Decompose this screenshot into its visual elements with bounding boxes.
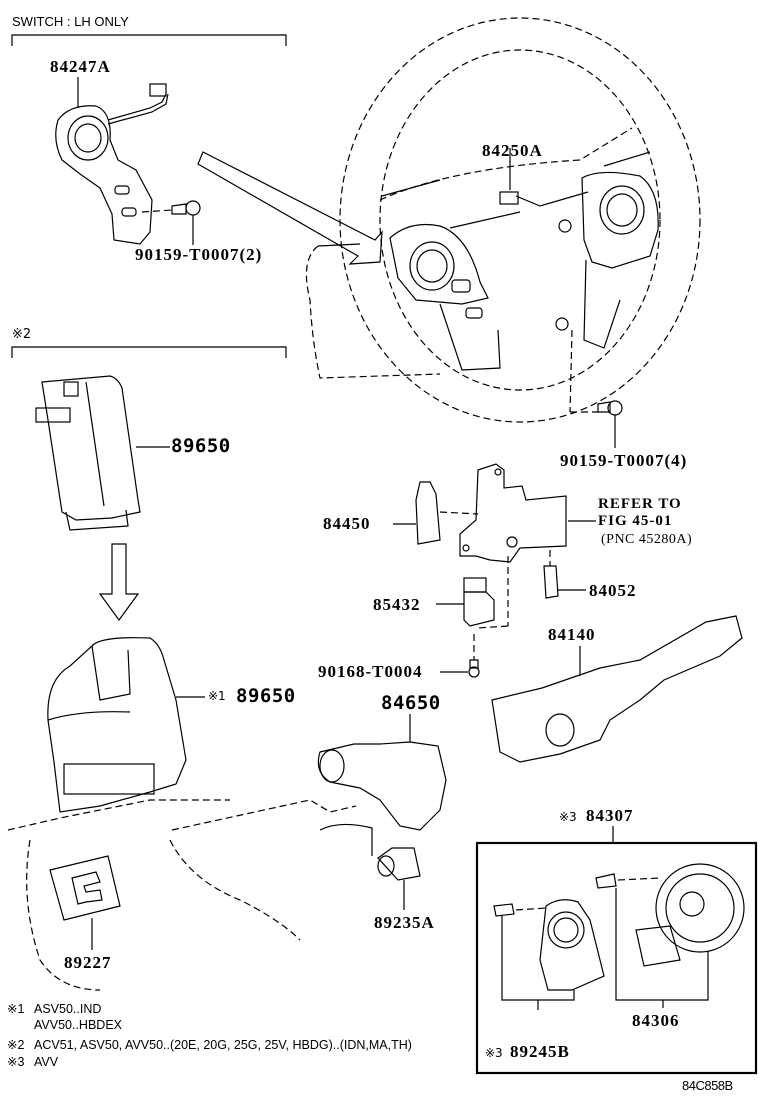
note3-marker-89245b: ※3	[485, 1046, 503, 1060]
footnote-3-line-1: AVV	[34, 1055, 59, 1069]
part-label-89227[interactable]: 89227	[64, 953, 112, 972]
figure-code: 84C858B	[682, 1078, 733, 1093]
refer-pnc-label: (PNC 45280A)	[601, 532, 693, 547]
footnote-1-line-2: AVV50..HBDEX	[34, 1018, 123, 1032]
combination-switch-84140-drawing	[491, 615, 743, 763]
part-label-89650-alt[interactable]: 89650	[236, 685, 296, 707]
direction-arrow-to-wheel	[197, 151, 383, 265]
part-label-90168-t0004[interactable]: 90168-T0004	[318, 662, 423, 681]
spiral-cable-kit-box	[475, 826, 758, 1075]
bracket-note2	[11, 346, 287, 358]
bracket-assembly-drawing	[393, 463, 596, 678]
part-label-84247a[interactable]: 84247A	[50, 57, 111, 76]
footnote-1-marker: ※1	[7, 1002, 25, 1016]
footnote-2-marker: ※2	[7, 1038, 25, 1052]
bracket-switch-lh-only	[11, 34, 287, 46]
part-label-90159-t0007-2[interactable]: 90159-T0007(2)	[135, 245, 263, 264]
part-label-89235a[interactable]: 89235A	[374, 913, 435, 932]
section-title-switch-lh-only: SWITCH : LH ONLY	[12, 14, 129, 29]
switch-84247a-drawing	[55, 77, 201, 245]
section-marker-note2: ※2	[12, 327, 32, 342]
note1-marker-89650: ※1	[208, 689, 226, 703]
part-label-84052[interactable]: 84052	[589, 581, 637, 600]
ecu-89227-drawing	[49, 855, 121, 950]
footnote-3-marker: ※3	[7, 1055, 25, 1069]
footnote-1-line-1: ASV50..IND	[34, 1002, 102, 1016]
part-label-84450[interactable]: 84450	[323, 514, 371, 533]
steering-wheel-drawing	[305, 17, 701, 423]
screw-90159-t0007-4-drawing	[597, 400, 623, 448]
part-label-84306[interactable]: 84306	[632, 1011, 680, 1030]
footnote-2-line-1: ACV51, ASV50, AVV50..(20E, 20G, 25G, 25V…	[34, 1038, 412, 1052]
part-label-84250a[interactable]: 84250A	[482, 141, 543, 160]
part-label-90159-t0007-4[interactable]: 90159-T0007(4)	[560, 451, 688, 470]
part-label-84650[interactable]: 84650	[381, 692, 441, 714]
part-label-85432[interactable]: 85432	[373, 595, 421, 614]
refer-fig-link[interactable]: FIG 45-01	[598, 513, 673, 529]
part-label-89245b[interactable]: 89245B	[510, 1042, 570, 1061]
switch-84650-drawing	[317, 714, 447, 831]
refer-to-label: REFER TO	[598, 496, 682, 512]
note3-marker-84307: ※3	[559, 810, 577, 824]
module-89650-drawing	[35, 375, 170, 622]
sensor-89235a-drawing	[377, 847, 421, 910]
module-89650-alt-drawing	[7, 637, 373, 991]
part-label-84140[interactable]: 84140	[548, 625, 596, 644]
part-label-89650[interactable]: 89650	[171, 435, 231, 457]
part-label-84307[interactable]: 84307	[586, 806, 634, 825]
